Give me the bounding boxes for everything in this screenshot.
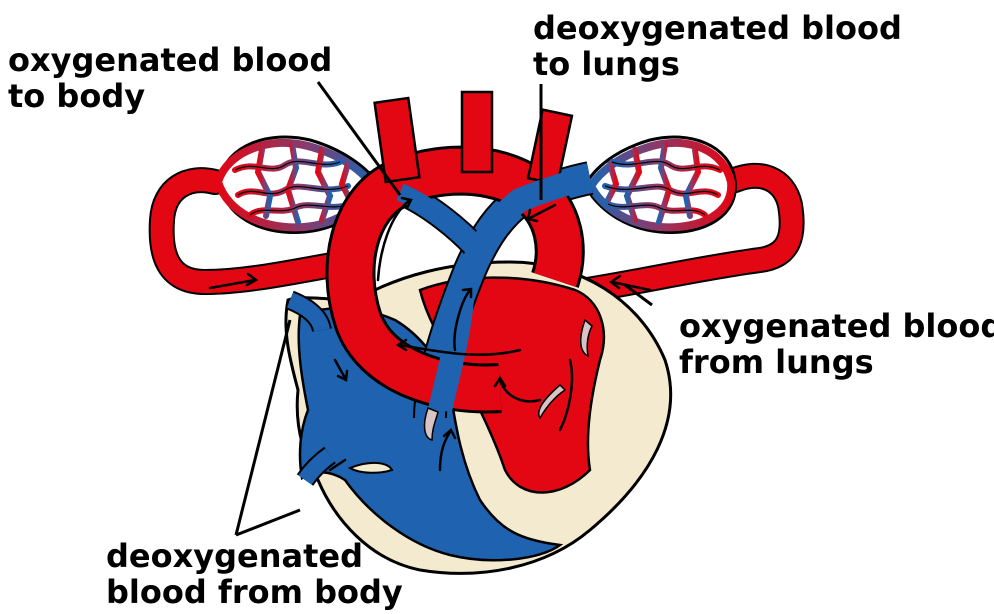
label-line: oxygenated blood	[679, 308, 994, 344]
label-line: from lungs	[679, 344, 994, 380]
label-line: deoxygenated	[106, 538, 403, 574]
label-deoxygenated-blood-from-body: deoxygenated blood from body	[106, 538, 403, 610]
label-line: to lungs	[533, 46, 902, 82]
label-line: deoxygenated blood	[533, 10, 902, 46]
label-line: oxygenated blood	[8, 42, 332, 78]
label-oxygenated-blood-from-lungs: oxygenated blood from lungs	[679, 308, 994, 380]
label-oxygenated-blood-to-body: oxygenated blood to body	[8, 42, 332, 114]
label-line: blood from body	[106, 574, 403, 610]
label-deoxygenated-blood-to-lungs: deoxygenated blood to lungs	[533, 10, 902, 82]
label-line: to body	[8, 78, 332, 114]
right-lung-capillaries	[585, 137, 735, 233]
